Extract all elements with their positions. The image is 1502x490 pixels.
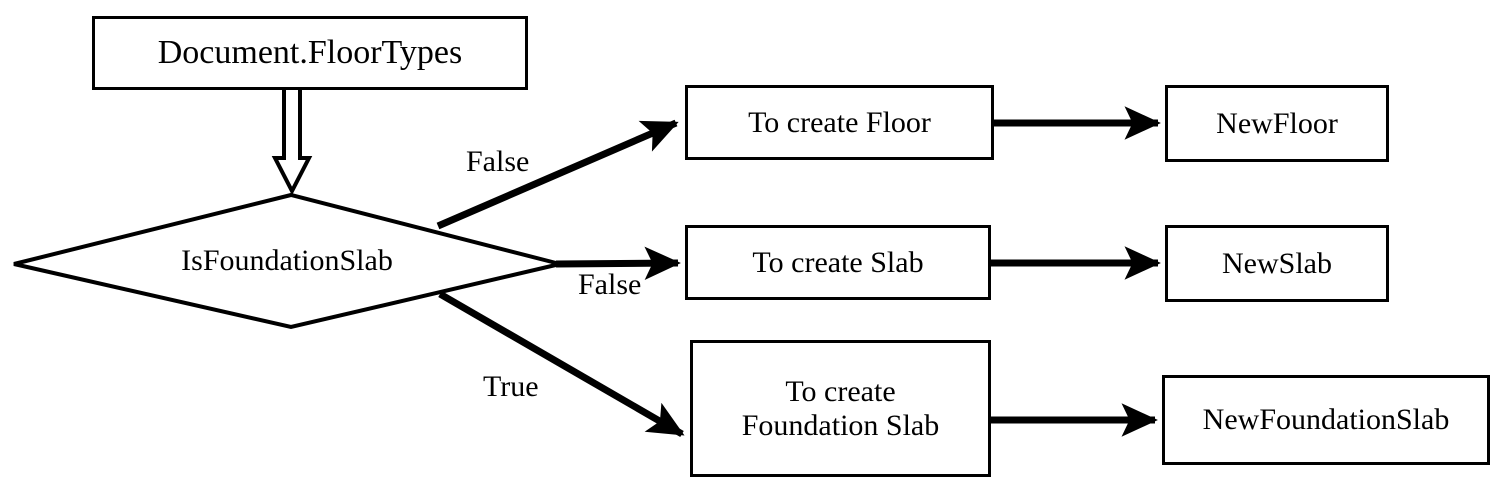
node-new-floor-label: NewFloor <box>1216 106 1338 140</box>
node-isfoundationslab[interactable]: IsFoundationSlab <box>14 195 560 327</box>
node-new-slab-label: NewSlab <box>1222 246 1332 280</box>
node-new-foundation-slab-label: NewFoundationSlab <box>1202 403 1450 437</box>
node-isfoundationslab-label: IsFoundationSlab <box>181 244 393 277</box>
node-new-slab[interactable]: NewSlab <box>1165 225 1389 302</box>
node-to-create-foundation-slab[interactable]: To create Foundation Slab <box>690 340 991 477</box>
node-document-floortypes-label: Document.FloorTypes <box>157 33 463 71</box>
node-to-create-slab-label: To create Slab <box>752 245 924 279</box>
node-to-create-slab[interactable]: To create Slab <box>685 225 991 300</box>
edge-label-false-floor: False <box>466 145 530 178</box>
edge-decision-to-create-slab <box>555 246 681 281</box>
node-new-floor[interactable]: NewFloor <box>1165 85 1389 162</box>
node-to-create-floor-label: To create Floor <box>748 105 931 139</box>
node-document-floortypes[interactable]: Document.FloorTypes <box>92 16 528 90</box>
edge-label-false-slab: False <box>578 268 642 301</box>
node-to-create-foundation-slab-label: To create Foundation Slab <box>741 374 940 442</box>
node-new-foundation-slab[interactable]: NewFoundationSlab <box>1162 375 1490 465</box>
edge-source-to-decision <box>271 86 313 196</box>
node-to-create-floor[interactable]: To create Floor <box>685 85 994 160</box>
edge-label-true-foundation-slab: True <box>483 370 539 403</box>
